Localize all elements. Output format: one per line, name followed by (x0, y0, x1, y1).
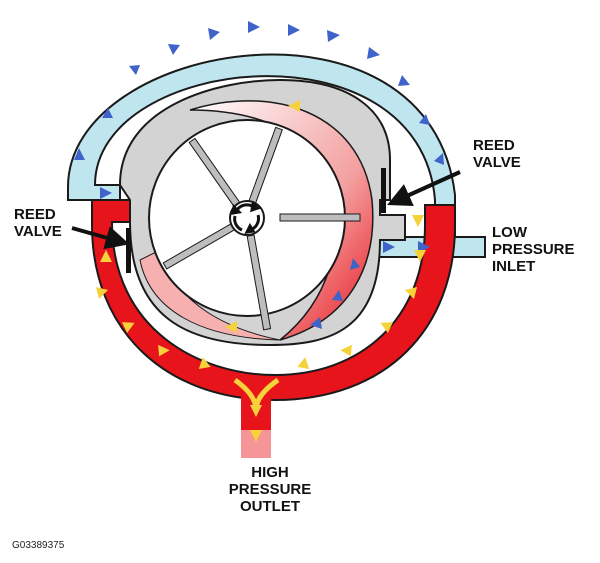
reed-valve-right-label: REED VALVE (473, 137, 521, 171)
arrow-yellow-icon (96, 100, 426, 442)
reed-valve-right (381, 168, 386, 213)
reed-valve-left-pointer (71, 226, 130, 250)
low-pressure-inlet-label: LOW PRESSURE INLET (492, 224, 575, 275)
vanes (162, 126, 361, 331)
reed-valve-left-label: REED VALVE (14, 206, 62, 240)
high-pressure-ring (91, 199, 456, 402)
figure-id: G03389375 (12, 540, 65, 551)
rotation-arrows-icon (231, 201, 262, 234)
reed-valve-left (126, 228, 131, 273)
high-pressure-outlet-label: HIGH PRESSURE OUTLET (228, 464, 312, 515)
reed-valve-right-pointer (387, 170, 461, 206)
